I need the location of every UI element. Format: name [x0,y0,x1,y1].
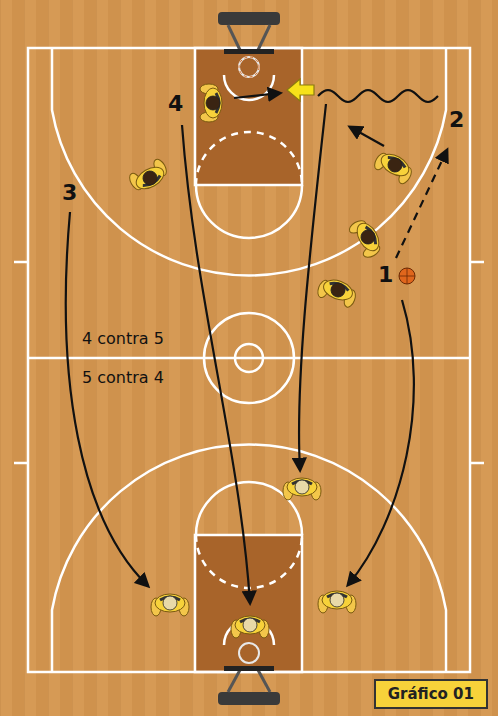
player-figure [127,157,171,195]
player-figure [283,478,321,500]
screen-arrow [287,79,314,101]
ball-seams [399,268,415,284]
player-figure [316,275,359,309]
player-figure [347,216,385,260]
player-figure [372,148,416,186]
court-lines [14,48,484,672]
player-figure [318,591,356,613]
note-text: 5 contra 4 [82,369,164,387]
ball [399,268,415,284]
basket [218,643,280,705]
player-number: 4 [168,92,183,116]
movement-arrows [66,90,447,603]
note-text: 4 contra 5 [82,330,164,348]
player-number: 1 [378,263,393,287]
players [127,84,416,638]
caption-box: Gráfico 01 [374,679,488,709]
paint-area [195,535,302,672]
player-number: 3 [62,181,77,205]
player-figure [151,594,189,616]
player-number: 2 [449,108,464,132]
player-figure [200,84,222,122]
basket [218,12,280,77]
caption-text: Gráfico 01 [388,685,474,703]
player-figure [231,616,269,638]
paint-area [195,48,302,185]
